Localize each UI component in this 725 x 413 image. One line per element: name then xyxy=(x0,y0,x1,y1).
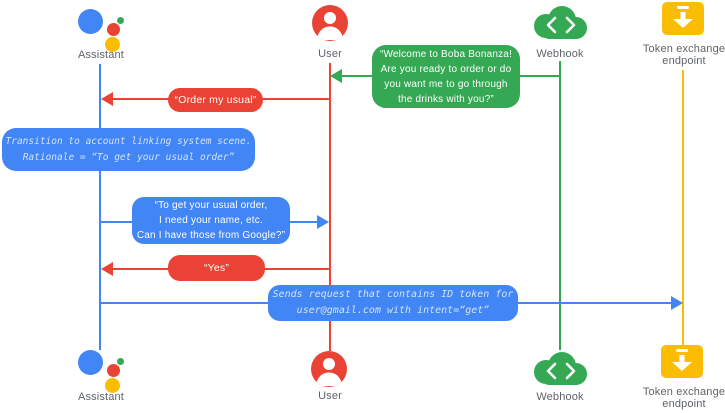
token-archive-icon xyxy=(662,2,704,35)
bubble-text-line: I need your name, etc. xyxy=(159,215,263,226)
bubble-text-line: Are you ready to order or do xyxy=(380,63,512,75)
actor-label-webhook-bottom: Webhook xyxy=(536,391,584,403)
bubble-text-line: “Order my usual” xyxy=(174,94,257,106)
message-bubble-need-info: “To get your usual order, I need your na… xyxy=(132,197,290,244)
actor-label-token-bottom: Token exchange endpoint xyxy=(632,386,725,410)
arrowhead-left-icon xyxy=(101,262,113,276)
google-assistant-logo-icon xyxy=(70,8,130,52)
assistant-red-dot xyxy=(107,364,120,377)
actor-label-user-bottom: User xyxy=(318,390,342,402)
assistant-green-dot xyxy=(117,17,124,24)
token-arrow-down-icon xyxy=(673,19,693,28)
token-label-line1: Token exchange xyxy=(642,386,725,398)
actor-label-webhook-top: Webhook xyxy=(536,48,584,60)
message-bubble-send-request: Sends request that contains ID token for… xyxy=(268,285,518,321)
token-arrow-shaft xyxy=(679,355,685,362)
arrowhead-left-icon xyxy=(330,69,342,83)
arrowhead-left-icon xyxy=(101,92,113,106)
token-label-line2: endpoint xyxy=(662,55,706,67)
actor-label-token-top: Token exchange endpoint xyxy=(632,43,725,67)
bubble-text-line: “Welcome to Boba Bonanza! xyxy=(379,48,513,60)
token-label-line2: endpoint xyxy=(662,398,706,410)
bubble-text-line: user@gmail.com with intent=“get” xyxy=(296,305,490,316)
bubble-text-line: “Yes” xyxy=(203,262,230,274)
assistant-yellow-dot xyxy=(105,37,120,52)
message-bubble-welcome: “Welcome to Boba Bonanza! Are you ready … xyxy=(372,45,520,108)
bubble-text-line: Sends request that contains ID token for xyxy=(272,289,514,300)
cloud-code-icon xyxy=(534,6,587,39)
token-arrow-down-icon xyxy=(672,362,692,371)
token-arrow-shaft xyxy=(680,12,686,19)
webhook-lifeline xyxy=(559,61,561,350)
bubble-text-line: Rationale = “To get your usual order” xyxy=(22,151,235,163)
google-assistant-logo-icon xyxy=(70,349,130,393)
token-slot xyxy=(676,349,688,352)
user-icon xyxy=(312,5,348,41)
assistant-yellow-dot xyxy=(105,378,120,393)
arrowhead-right-icon xyxy=(671,296,683,310)
message-bubble-order-my-usual: “Order my usual” xyxy=(168,88,263,112)
assistant-green-dot xyxy=(117,358,124,365)
bubble-text-line: Transition to account linking system sce… xyxy=(5,135,252,147)
message-bubble-yes: “Yes” xyxy=(168,255,265,281)
note-bubble-transition-account-linking: Transition to account linking system sce… xyxy=(2,128,255,171)
assistant-red-dot xyxy=(107,23,120,36)
token-label-line1: Token exchange xyxy=(642,43,725,55)
bubble-text-line: the drinks with you?” xyxy=(398,93,494,105)
actor-label-user-top: User xyxy=(318,48,342,60)
bubble-text-line: “To get your usual order, xyxy=(154,200,268,211)
bubble-text-line: Can I have those from Google?” xyxy=(136,230,286,241)
cloud-code-icon xyxy=(534,352,587,385)
token-archive-icon xyxy=(661,345,703,378)
bubble-text-line: you want me to go through xyxy=(384,78,508,90)
assistant-blue-dot xyxy=(78,350,103,375)
token-endpoint-lifeline xyxy=(682,70,684,345)
user-icon xyxy=(311,351,347,387)
actor-label-assistant-top: Assistant xyxy=(78,49,124,61)
assistant-lifeline xyxy=(99,64,101,350)
actor-label-assistant-bottom: Assistant xyxy=(78,391,124,403)
arrowhead-right-icon xyxy=(317,215,329,229)
assistant-blue-dot xyxy=(78,9,103,34)
user-lifeline xyxy=(329,63,331,351)
token-slot xyxy=(677,6,689,9)
